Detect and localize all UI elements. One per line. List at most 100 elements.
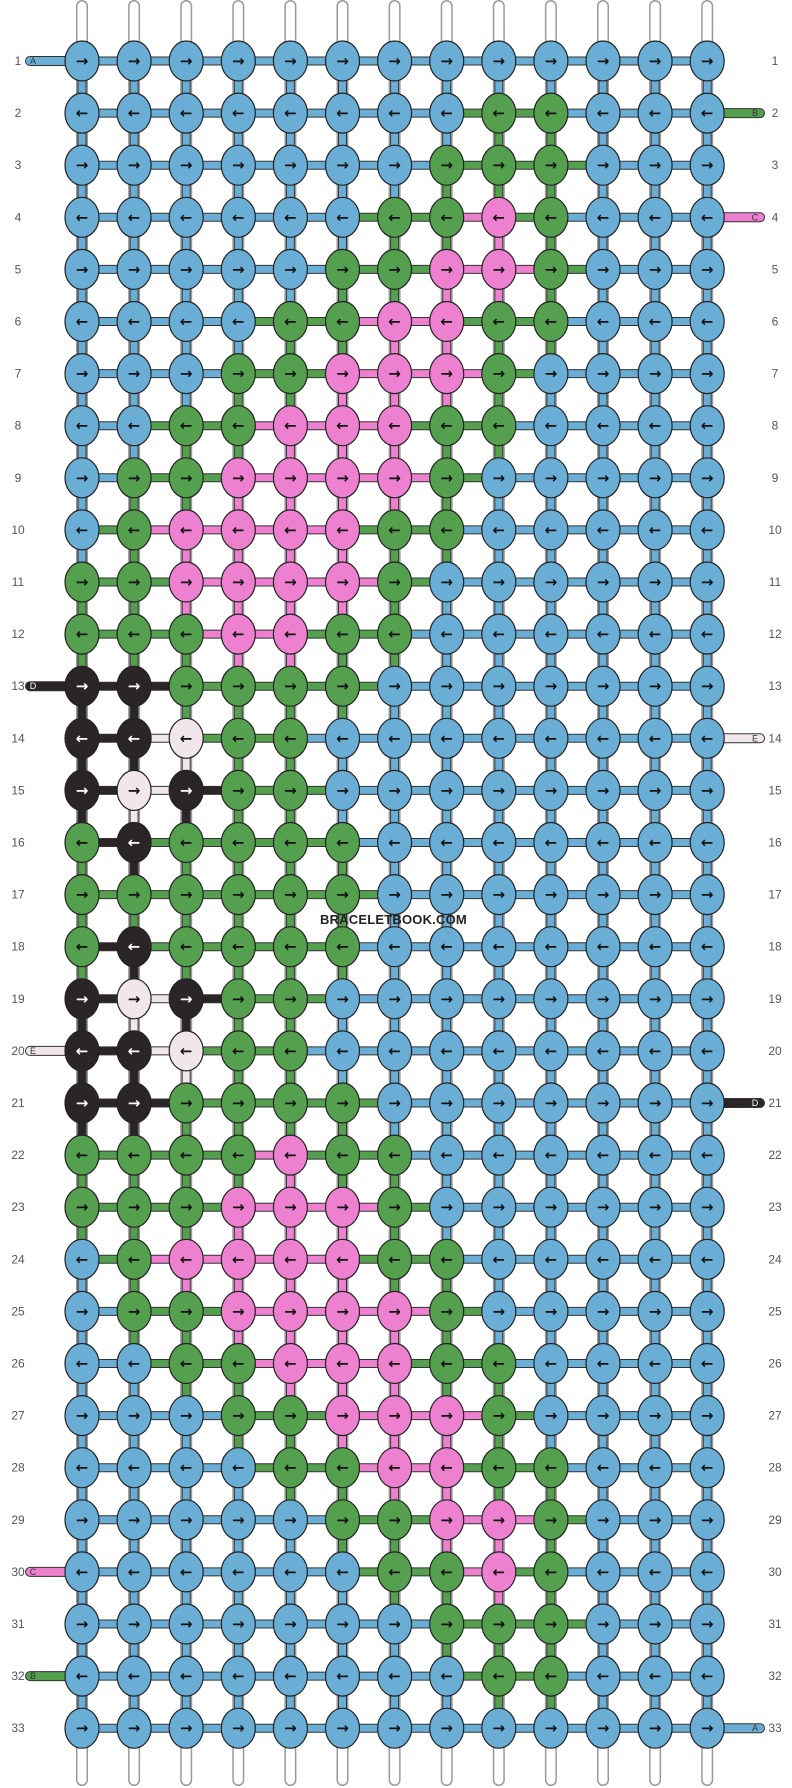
arrow-left-icon: ← (284, 1667, 297, 1685)
arrow-right-icon: → (180, 52, 193, 70)
arrow-left-icon: ← (232, 417, 245, 435)
knot (689, 1499, 725, 1541)
knot (220, 665, 256, 707)
knot (585, 1655, 621, 1697)
knot (220, 1499, 256, 1541)
knot (689, 1238, 725, 1280)
arrow-right-icon: → (388, 886, 401, 904)
knot (377, 717, 413, 759)
row-number-left: 5 (15, 262, 22, 276)
knot (429, 92, 465, 134)
arrow-right-icon: → (128, 469, 141, 487)
row-number-left: 16 (11, 836, 25, 850)
knot (377, 1134, 413, 1176)
knot (116, 1655, 152, 1697)
knot (429, 873, 465, 916)
arrow-right-icon: → (284, 1094, 297, 1112)
arrow-left-icon: ← (388, 521, 401, 539)
knot (585, 1707, 621, 1749)
arrow-left-icon: ← (701, 1146, 714, 1164)
arrow-right-icon: → (232, 886, 245, 904)
knot (429, 613, 465, 655)
arrow-right-icon: → (76, 1615, 89, 1633)
arrow-right-icon: → (284, 1511, 297, 1529)
arrow-left-icon: ← (76, 1667, 89, 1685)
arrow-right-icon: → (336, 365, 349, 383)
knot (220, 1655, 256, 1697)
arrow-right-icon: → (493, 52, 506, 70)
arrow-left-icon: ← (545, 1250, 558, 1268)
knot (272, 1238, 308, 1280)
knot (168, 665, 204, 707)
row-number-right: 31 (768, 1617, 782, 1631)
arrow-right-icon: → (649, 1511, 662, 1529)
knot (324, 40, 361, 82)
knot (324, 405, 361, 447)
arrow-right-icon: → (545, 1615, 558, 1633)
arrow-right-icon: → (284, 886, 297, 904)
arrow-right-icon: → (128, 1094, 141, 1112)
arrow-right-icon: → (388, 1615, 401, 1633)
knot (64, 717, 100, 759)
arrow-left-icon: ← (440, 625, 453, 643)
knot (116, 1342, 152, 1385)
knot (377, 873, 413, 916)
knot (637, 300, 673, 343)
knot (377, 509, 413, 551)
arrow-right-icon: → (128, 52, 141, 70)
knot (116, 665, 152, 707)
arrow-left-icon: ← (232, 1250, 245, 1268)
knot (481, 1655, 517, 1697)
arrow-right-icon: → (649, 573, 662, 591)
knot (220, 926, 256, 968)
arrow-right-icon: → (701, 990, 714, 1008)
arrow-right-icon: → (649, 52, 662, 70)
knot (377, 1186, 413, 1228)
arrow-left-icon: ← (128, 1459, 141, 1477)
arrow-right-icon: → (701, 1198, 714, 1216)
arrow-left-icon: ← (649, 1667, 662, 1685)
arrow-right-icon: → (76, 469, 89, 487)
arrow-left-icon: ← (440, 417, 453, 435)
knot (168, 248, 204, 290)
arrow-left-icon: ← (701, 1667, 714, 1685)
side-thread-label: D (752, 1098, 759, 1108)
arrow-right-icon: → (545, 260, 558, 278)
arrow-right-icon: → (76, 1719, 89, 1737)
knot (585, 561, 621, 603)
arrow-left-icon: ← (336, 313, 349, 331)
knot (64, 1603, 100, 1645)
knot (64, 1655, 100, 1697)
arrow-left-icon: ← (180, 938, 193, 956)
knot (64, 300, 100, 343)
knot (324, 1186, 361, 1228)
arrow-right-icon: → (440, 469, 453, 487)
knot (429, 457, 465, 499)
knot (116, 196, 152, 238)
arrow-left-icon: ← (649, 521, 662, 539)
arrow-right-icon: → (701, 1719, 714, 1737)
arrow-left-icon: ← (180, 625, 193, 643)
knot (116, 92, 152, 134)
knot (585, 405, 621, 447)
arrow-right-icon: → (180, 1302, 193, 1320)
arrow-left-icon: ← (76, 1563, 89, 1581)
row-number-left: 31 (11, 1617, 25, 1631)
knot (689, 353, 725, 395)
knot (64, 353, 100, 395)
arrow-left-icon: ← (232, 834, 245, 852)
arrow-right-icon: → (440, 1198, 453, 1216)
arrow-left-icon: ← (180, 521, 193, 539)
arrow-right-icon: → (336, 781, 349, 799)
knot (377, 144, 413, 186)
arrow-right-icon: → (336, 1511, 349, 1529)
arrow-left-icon: ← (597, 1042, 610, 1060)
arrow-right-icon: → (128, 260, 141, 278)
knot (637, 457, 673, 499)
arrow-left-icon: ← (649, 938, 662, 956)
side-thread-label: A (752, 1723, 758, 1733)
knot (324, 1394, 361, 1437)
knot (324, 978, 361, 1020)
arrow-right-icon: → (545, 573, 558, 591)
